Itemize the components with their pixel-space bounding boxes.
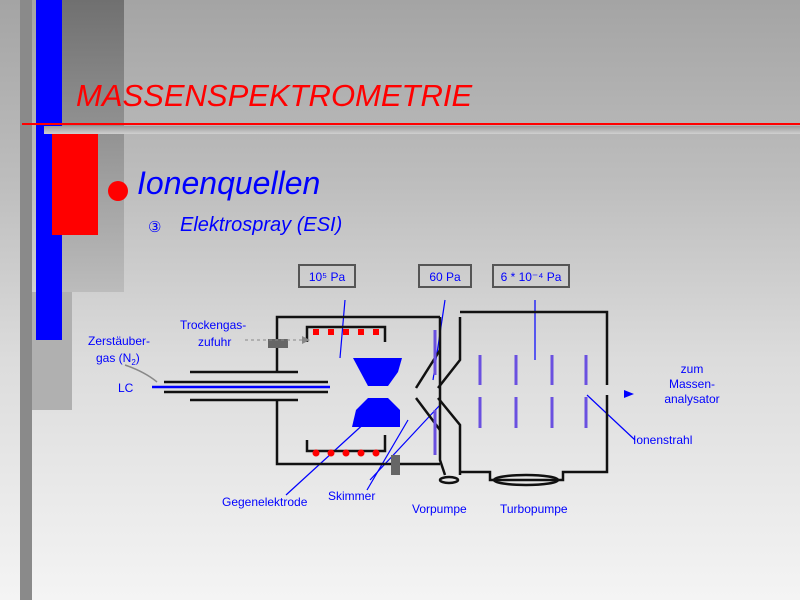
label-zum: zum (681, 362, 704, 376)
label-gas-n2: gas (N2) (96, 351, 140, 367)
exit-arrow-icon (624, 390, 634, 398)
ion-lenses (433, 330, 588, 455)
slide-title: MASSENSPEKTROMETRIE (76, 78, 473, 113)
pressure-box-1: 10⁵ Pa (298, 264, 356, 288)
label-skimmer: Skimmer (328, 489, 375, 503)
label-zufuhr: zufuhr (198, 335, 231, 349)
label-lc: LC (118, 381, 134, 395)
title-underline (22, 123, 800, 125)
source-chamber (164, 310, 609, 487)
pressure-box-2: 60 Pa (418, 264, 472, 288)
circled-3-icon: ③ (148, 219, 162, 236)
label-turbopumpe: Turbopumpe (500, 502, 568, 516)
label-zerstaeuber: Zerstäuber- (88, 334, 150, 348)
zerstaeuber-arrow (124, 364, 158, 383)
bullet-text: Ionenquellen (137, 165, 321, 201)
label-massen: Massen- (669, 377, 715, 391)
skimmer-mount (391, 455, 400, 475)
label-vorpumpe: Vorpumpe (412, 502, 467, 516)
bullet-dot-icon (108, 181, 128, 201)
svg-text:10⁵ Pa: 10⁵ Pa (309, 270, 346, 284)
label-analysator: analysator (664, 392, 719, 406)
counter-electrode-top (353, 358, 402, 386)
label-gegenelektrode: Gegenelektrode (222, 495, 308, 509)
pressure-box-3: 6 * 10⁻⁴ Pa (492, 264, 570, 288)
counter-electrode-bottom (352, 398, 400, 427)
svg-text:60 Pa: 60 Pa (429, 270, 461, 284)
svg-text:6 * 10⁻⁴ Pa: 6 * 10⁻⁴ Pa (501, 270, 562, 284)
trockengas-inlet (268, 339, 288, 348)
label-ionenstrahl: Ionenstrahl (633, 433, 692, 447)
label-trockengas: Trockengas- (180, 318, 246, 332)
decor-gray-strip (20, 0, 32, 600)
sub-bullet-text: Elektrospray (ESI) (180, 214, 343, 236)
heater-elements (312, 329, 380, 457)
pointer-lines (285, 299, 636, 496)
decor-gray-band (44, 126, 800, 134)
decor-red-block (52, 134, 98, 235)
